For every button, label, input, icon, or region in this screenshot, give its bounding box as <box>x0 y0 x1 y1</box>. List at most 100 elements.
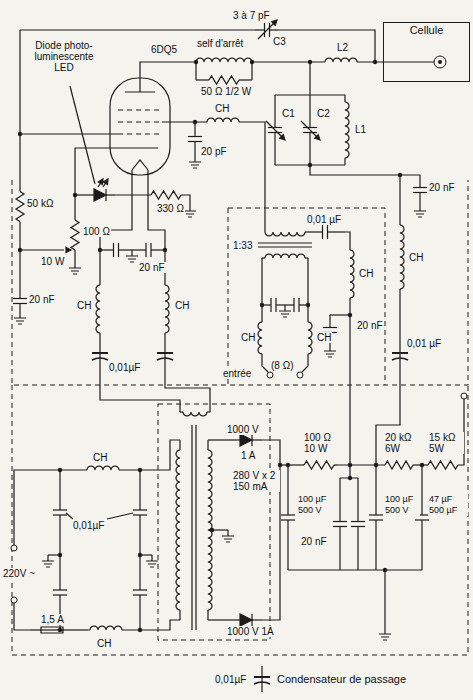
feedthrough-capacitor <box>392 358 408 360</box>
junction-dot <box>278 463 282 467</box>
wire <box>20 133 118 134</box>
wire <box>262 356 268 372</box>
component-label: 0,01 µF <box>306 214 342 225</box>
wire <box>192 425 196 630</box>
wire <box>195 62 196 80</box>
component-label: C3 <box>272 36 287 47</box>
component-label: 0,01 µF <box>406 338 442 349</box>
junction-dot <box>210 528 214 532</box>
wire <box>302 356 308 372</box>
wire <box>119 249 133 250</box>
capacitor-symbol <box>413 192 427 193</box>
capacitor-symbol <box>118 243 119 257</box>
wire <box>287 465 288 515</box>
capacitor-symbol <box>266 121 283 138</box>
wire <box>230 619 240 620</box>
capacitor-symbol <box>351 526 365 527</box>
wire <box>375 465 376 515</box>
diode-symbol <box>94 189 106 201</box>
component-label: entrée <box>222 368 252 379</box>
coil-symbol <box>90 626 122 630</box>
junction-dot <box>194 60 198 64</box>
capacitor-symbol <box>268 127 282 128</box>
component-label: (8 Ω) <box>270 360 294 371</box>
coil-symbol <box>87 466 119 470</box>
component-label: CH <box>358 268 374 279</box>
tube-grids <box>118 110 162 134</box>
wire <box>330 314 350 315</box>
wire <box>324 345 336 357</box>
component-label: CH <box>96 638 112 649</box>
coil-symbol <box>196 58 252 62</box>
wire <box>74 215 75 220</box>
wire <box>421 465 422 515</box>
component-label: 15 kΩ 5W <box>428 432 464 454</box>
junction-dot <box>138 628 142 632</box>
wire <box>14 312 26 324</box>
arrow-head <box>280 135 285 140</box>
capacitor-symbol <box>269 23 270 37</box>
component-label: C2 <box>316 108 331 119</box>
component-label: 6DQ5 <box>150 44 178 55</box>
wire <box>288 569 422 570</box>
wire <box>258 243 312 247</box>
feedthrough-capacitor <box>392 352 408 354</box>
coil-symbol <box>96 285 100 333</box>
wire <box>357 478 358 522</box>
capacitor-symbol <box>53 509 67 510</box>
diode-symbol <box>240 614 252 626</box>
capacitor-symbol <box>113 243 114 257</box>
modulator-outline <box>228 208 385 385</box>
wire <box>261 666 262 692</box>
wire <box>329 315 330 328</box>
wire <box>274 95 275 128</box>
wire <box>375 520 376 570</box>
component-label: 0,01µF <box>72 520 105 531</box>
cell-box: Cellule <box>383 22 470 82</box>
wire <box>399 175 400 225</box>
wire <box>20 29 255 30</box>
wire <box>251 62 252 80</box>
component-label: 330 Ω <box>156 203 185 214</box>
wire <box>165 333 210 412</box>
capacitor-symbol <box>301 121 318 138</box>
arrow-head <box>98 179 103 185</box>
wire <box>252 619 262 620</box>
component-label: L2 <box>336 42 349 53</box>
wire <box>414 205 426 217</box>
component-label: 20 nF <box>300 536 328 547</box>
arrow-head <box>315 135 320 140</box>
capacitor-symbol <box>351 521 365 522</box>
component-label: 100 µF 500 V <box>297 494 335 516</box>
wire <box>207 440 208 450</box>
junction-dot <box>373 60 377 64</box>
wire <box>139 555 140 590</box>
wire <box>419 175 420 188</box>
tube-electrodes <box>122 92 158 170</box>
junction-dot <box>383 568 387 572</box>
wire <box>19 30 20 185</box>
component-label: 1000 V 1A <box>226 626 275 637</box>
capacitor-symbol <box>270 298 271 312</box>
component-label: 20 nF <box>428 182 456 193</box>
wire <box>334 464 338 465</box>
wire <box>339 478 340 522</box>
capacitor-symbol <box>145 243 146 257</box>
wire <box>19 185 20 192</box>
capacitor-symbol <box>369 514 383 515</box>
wire <box>20 249 64 250</box>
wire <box>63 629 74 630</box>
component-label: 20 nF <box>356 320 384 331</box>
leader-line <box>70 86 95 184</box>
wire <box>19 304 20 313</box>
wire <box>30 629 41 630</box>
wire <box>252 439 262 440</box>
wire <box>194 142 195 157</box>
wire <box>126 250 138 262</box>
wire <box>106 194 115 195</box>
capacitor-symbol <box>293 298 294 312</box>
coil-symbol <box>258 322 262 354</box>
wire <box>194 122 195 137</box>
wire <box>309 95 310 128</box>
resistor-symbol <box>304 461 334 469</box>
